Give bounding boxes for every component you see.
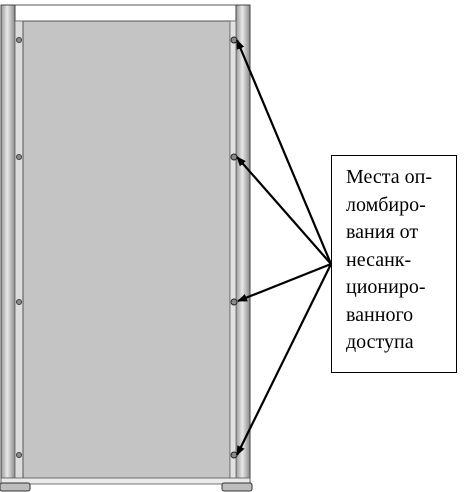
left-frame: [14, 20, 24, 482]
arrow-to-seal-3: [237, 262, 332, 303]
callout-box: Места оп- ломбиро- вания от несанк- цион…: [331, 155, 457, 373]
left-foot: [0, 482, 31, 492]
screw-icon: [15, 37, 22, 44]
seal-point-3: [230, 298, 238, 306]
right-post: [235, 4, 251, 484]
callout-line: вания от: [346, 221, 419, 243]
bottom-rail: [0, 477, 251, 485]
screw-icon: [15, 298, 22, 305]
callout-line: ванного: [346, 303, 414, 326]
seal-point-4: [230, 451, 238, 459]
callout-line: циониро-: [346, 276, 426, 298]
left-screws: [15, 37, 22, 458]
callout-line: ломбиро-: [346, 193, 426, 216]
seal-point-1: [230, 36, 238, 44]
arrow-to-seal-1: [235, 39, 333, 265]
arrow-to-seal-2: [236, 156, 332, 265]
right-foot: [221, 482, 253, 492]
callout-line: доступа: [346, 331, 414, 353]
cabinet-panel: [22, 20, 231, 482]
arrow-to-seal-4: [236, 263, 332, 456]
callout-line: несанк-: [346, 248, 412, 271]
left-post: [0, 4, 16, 484]
right-frame: [229, 20, 237, 482]
callout-line: Места оп-: [346, 166, 432, 188]
top-cap: [13, 4, 237, 22]
seal-point-2: [230, 153, 238, 161]
screw-icon: [15, 451, 22, 458]
screw-icon: [15, 153, 22, 160]
seal-points: [230, 36, 238, 459]
